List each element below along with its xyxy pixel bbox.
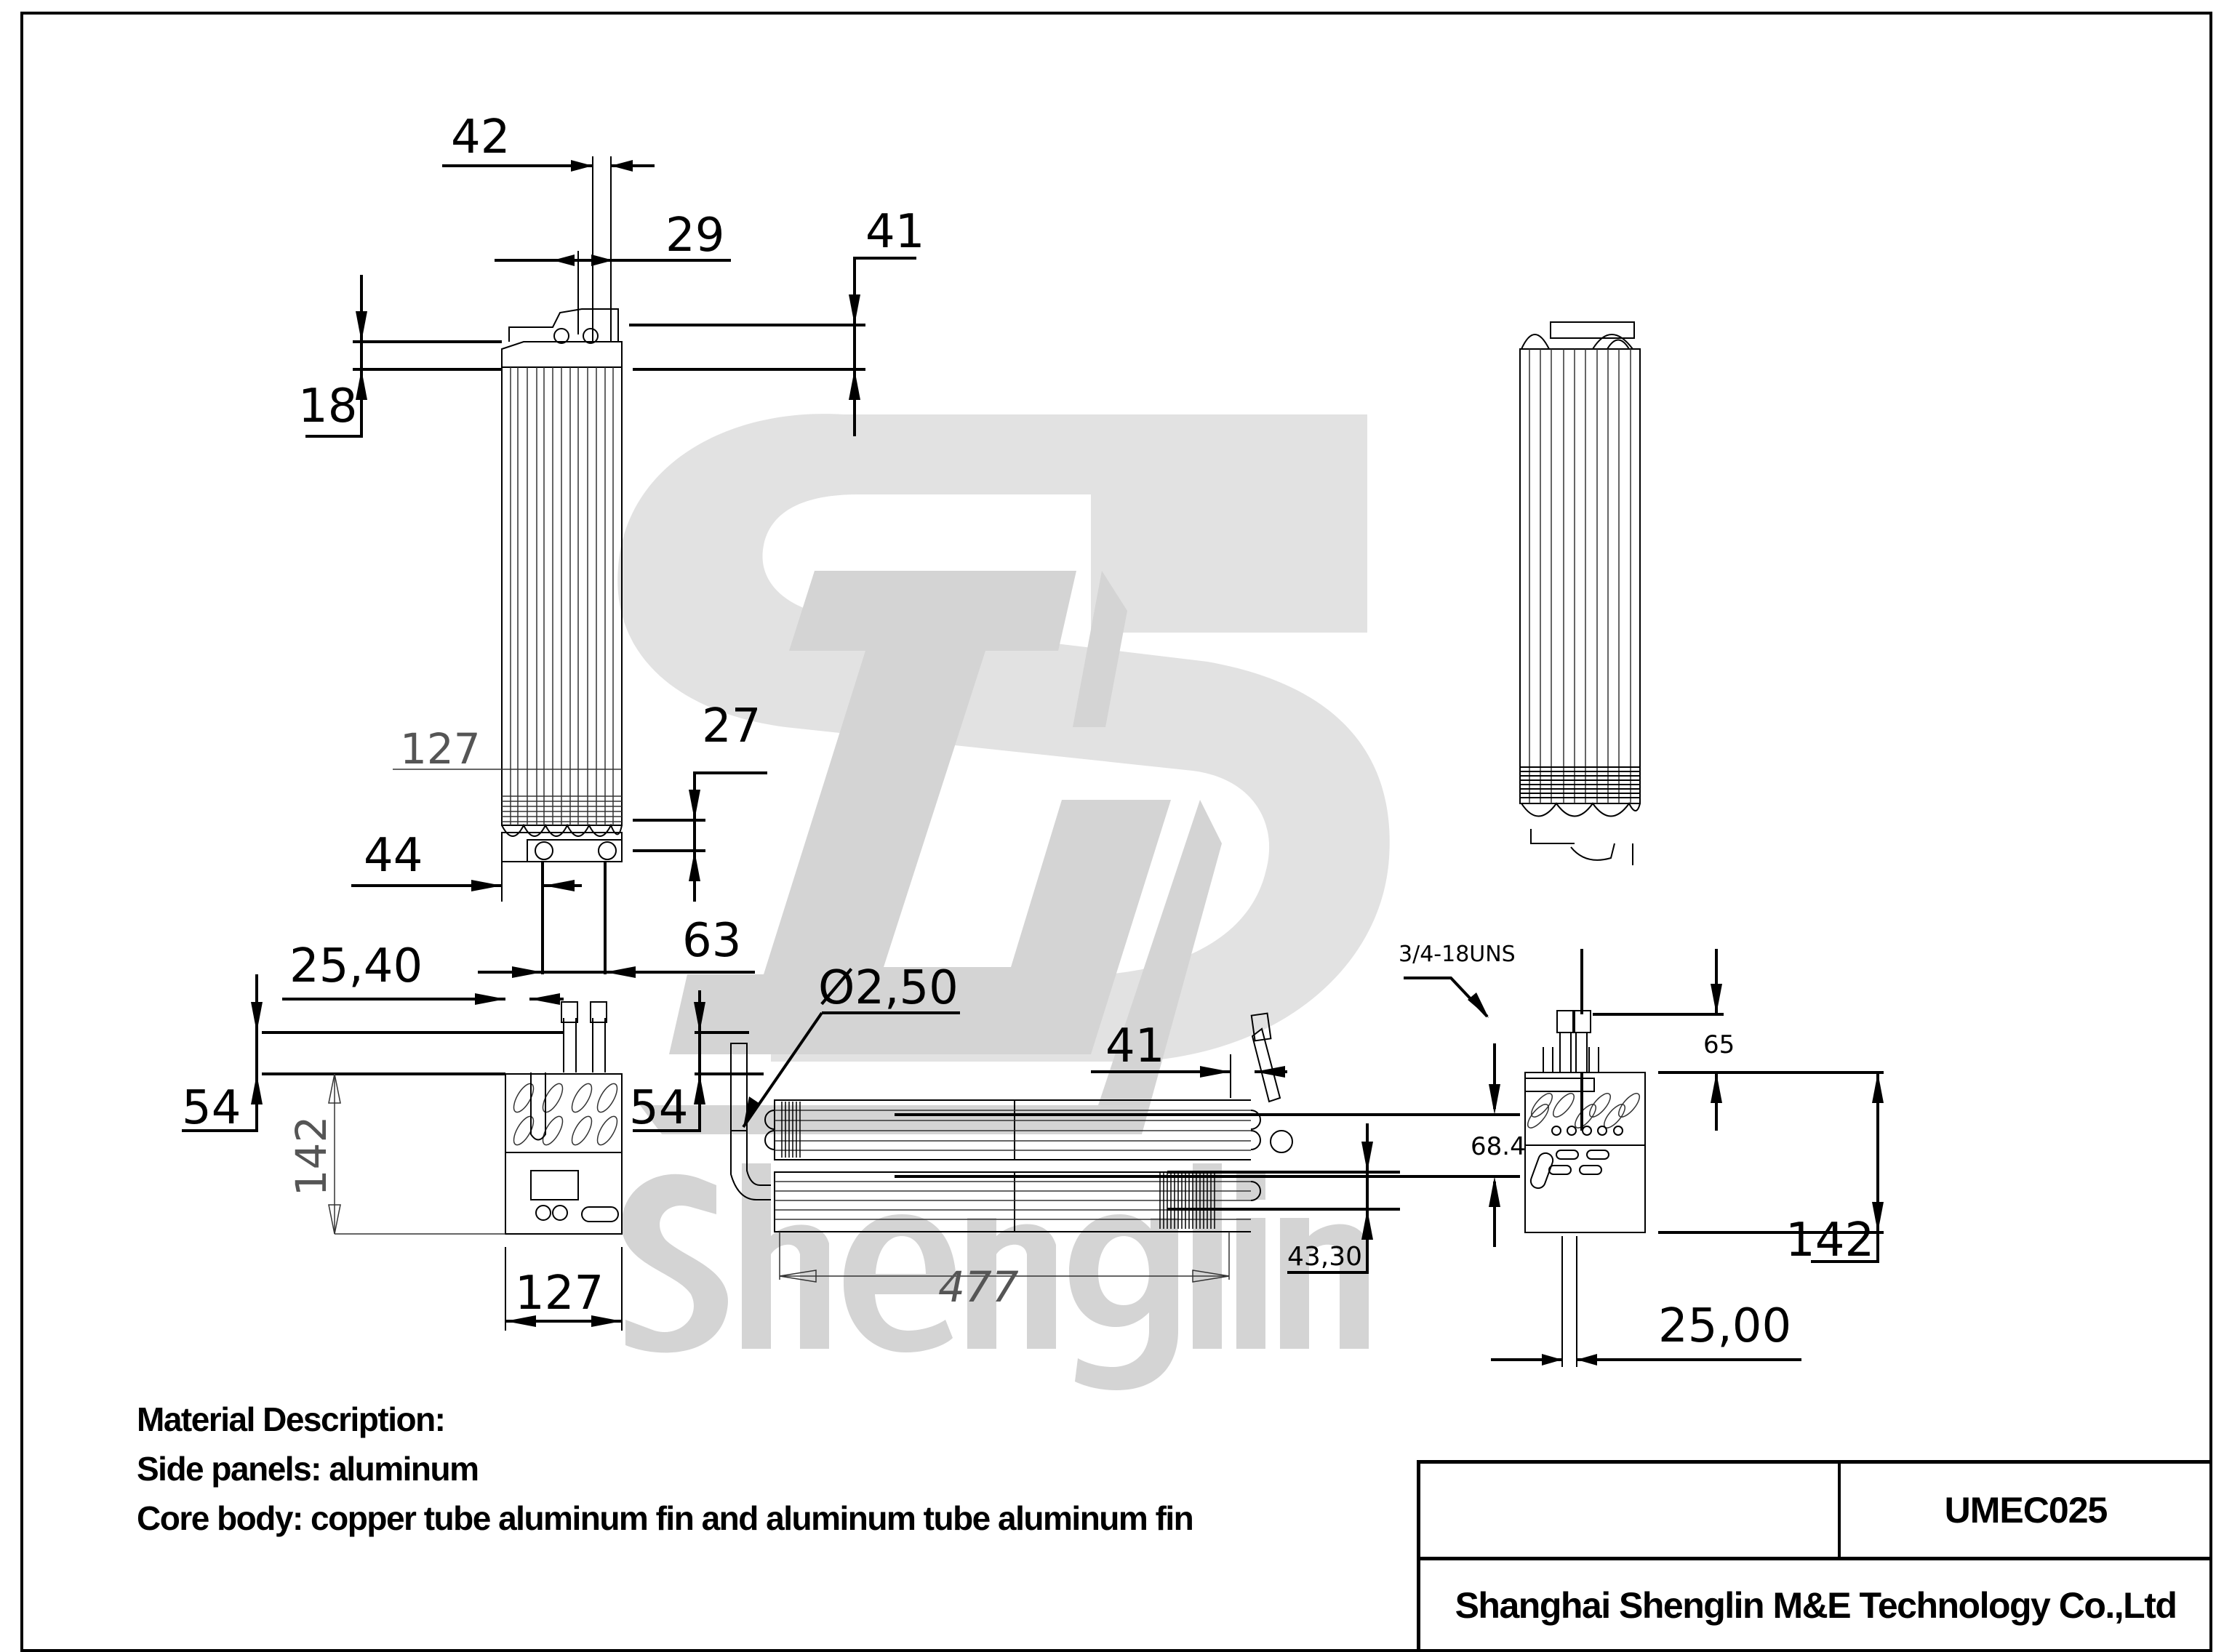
dim-41-top: 41 [629, 205, 924, 436]
dim-label-65: 65 [1703, 1030, 1735, 1059]
dim-label-142-left: 142 [287, 1116, 336, 1197]
dim-label-25-40: 25,40 [289, 939, 423, 993]
dim-65: 65 [1580, 949, 1735, 1131]
dim-68-4: 68.4 [895, 1043, 1526, 1247]
dim-44: 44 [351, 829, 582, 902]
title-block-empty-cell [1420, 1464, 1841, 1557]
dim-label-27: 27 [702, 699, 761, 753]
dim-label-42: 42 [451, 111, 510, 164]
dim-label-25-00: 25,00 [1658, 1299, 1791, 1353]
dim-label-477: 477 [938, 1262, 1019, 1312]
dim-label-54-right: 54 [629, 1081, 688, 1135]
dim-label-68-4: 68.4 [1471, 1132, 1526, 1161]
dim-29: 29 [495, 209, 731, 334]
dim-54-right: 54 [629, 990, 764, 1135]
end-view-right [1524, 1010, 1646, 1233]
material-side-panels: Side panels: aluminum [137, 1450, 479, 1488]
front-view-evaporator [501, 308, 623, 862]
dim-54-left: 54 [182, 974, 564, 1135]
dim-dia-2-50: Ø2,50 [742, 961, 960, 1128]
dim-label-54-left: 54 [182, 1081, 241, 1135]
dim-label-29: 29 [665, 209, 724, 262]
dim-label-63: 63 [682, 914, 741, 968]
dim-127-front: 127 [393, 724, 622, 774]
dim-25-00: 25,00 [1491, 1236, 1801, 1367]
dim-label-43-30: 43,30 [1287, 1242, 1362, 1272]
dim-label-41-top: 41 [865, 205, 924, 259]
drawing-border [20, 12, 2212, 1652]
dim-18: 18 [298, 275, 502, 438]
dim-42: 42 [442, 111, 655, 342]
dim-63: 63 [478, 862, 755, 978]
company-name: Shanghai Shenglin M&E Technology Co.,Ltd [1455, 1585, 2177, 1626]
dim-label-41-side: 41 [1105, 1019, 1164, 1073]
side-view-evaporator [730, 1012, 1293, 1232]
dim-142-left: 142 [287, 1073, 505, 1235]
dim-label-44: 44 [364, 829, 423, 883]
dim-477: 477 [779, 1232, 1230, 1312]
dim-127-left: 127 [505, 1247, 623, 1331]
dim-142-right: 142 [1658, 1071, 1884, 1267]
dim-25-40: 25,40 [282, 939, 564, 1005]
dim-label-127-left: 127 [515, 1267, 604, 1320]
material-core-body: Core body: copper tube aluminum fin and … [137, 1499, 1194, 1537]
dim-label-18: 18 [298, 380, 357, 433]
end-view-left [505, 1001, 623, 1235]
watermark-logo [617, 414, 1390, 1134]
dim-thread-callout: 3/4-18UNS [1399, 942, 1516, 1018]
material-heading: Material Description: [137, 1400, 446, 1438]
dim-27: 27 [633, 699, 767, 902]
dim-label-127-front: 127 [400, 724, 481, 774]
dim-41-side: 41 [1091, 1019, 1287, 1098]
dim-43-30: 43,30 [1167, 1123, 1400, 1274]
title-block-top-row: UMEC025 [1420, 1464, 2211, 1560]
elevation-view-evaporator [1519, 321, 1641, 865]
dim-label-thread: 3/4-18UNS [1399, 942, 1516, 967]
material-description: Material Description: Side panels: alumi… [137, 1395, 1194, 1543]
dim-label-142-right: 142 [1785, 1214, 1874, 1267]
part-number: UMEC025 [1944, 1490, 2108, 1531]
title-block: UMEC025 Shanghai Shenglin M&E Technology… [1417, 1460, 2211, 1651]
dim-label-dia-2-50: Ø2,50 [818, 961, 959, 1015]
